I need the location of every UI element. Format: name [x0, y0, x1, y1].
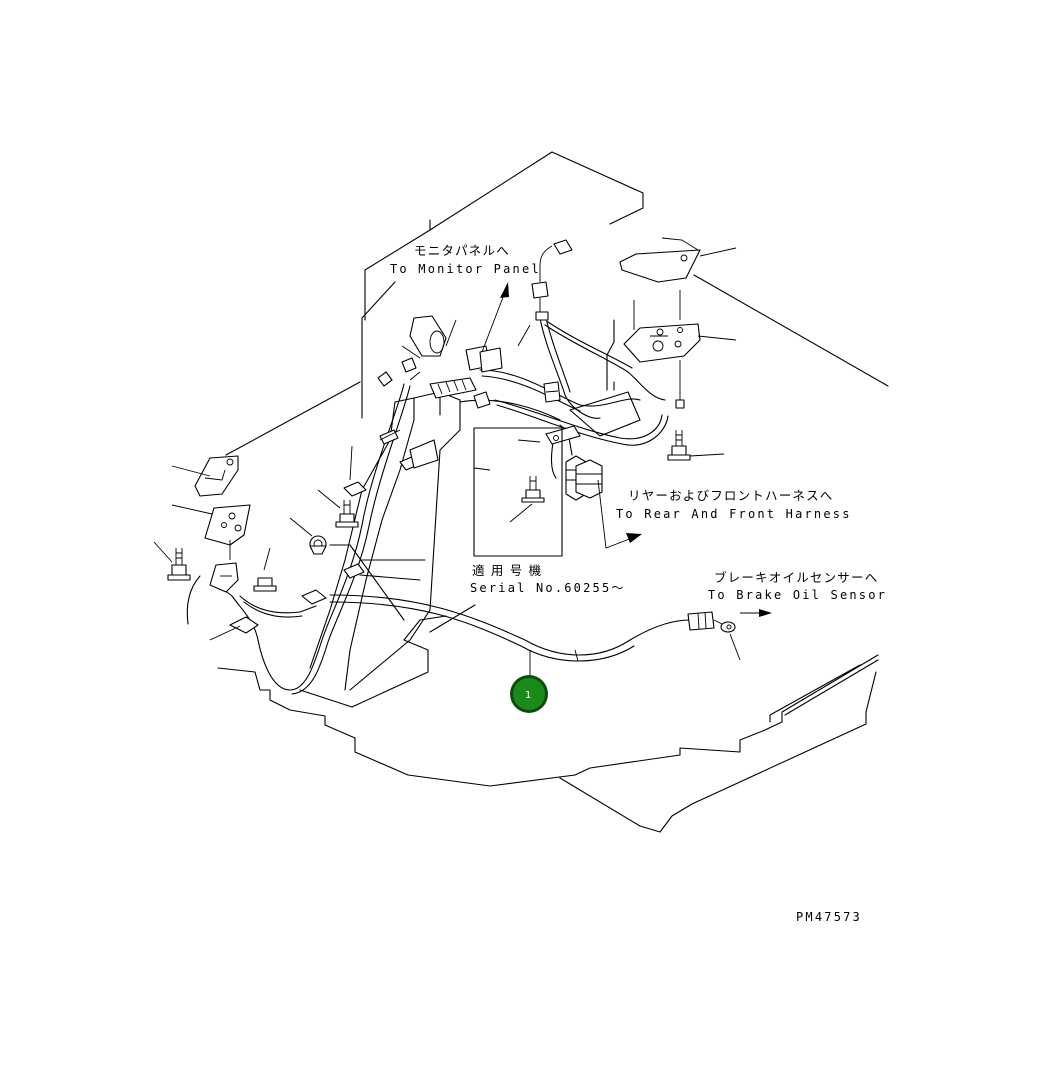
label-monitor-en: To Monitor Panel: [390, 262, 541, 276]
label-brake-jp: ブレーキオイルセンサーへ: [714, 570, 878, 585]
label-serial-jp: 適 用 号 機: [472, 563, 542, 578]
connector-strip: [429, 377, 477, 399]
grommet: [309, 535, 327, 555]
label-rear-jp: リヤーおよびフロントハーネスへ: [628, 488, 834, 503]
connector-brake: [687, 611, 715, 631]
bracket-top-left: [194, 455, 239, 497]
clamp-1: [229, 616, 259, 634]
drawing-number: PM47573: [796, 910, 862, 924]
bolt-right: [667, 430, 691, 461]
bolt-center-left: [253, 577, 277, 592]
label-brake-en: To Brake Oil Sensor: [708, 588, 887, 602]
callout-circle-inner[interactable]: [513, 678, 545, 710]
connector-lower-left: [209, 562, 239, 593]
callout-number: 1: [525, 690, 531, 701]
connector-cylinder: [409, 315, 447, 357]
clamp-4: [343, 563, 365, 579]
clamp-3: [343, 481, 367, 497]
connector-top-2: [531, 281, 549, 299]
label-monitor-jp: モニタパネルへ: [414, 243, 510, 258]
text-labels: モニタパネルへ To Monitor Panel リヤーおよびフロントハーネスへ…: [390, 243, 887, 924]
connector-top: [553, 239, 573, 255]
serial-detail-box: [473, 427, 563, 557]
components: [167, 237, 736, 634]
label-rear-en: To Rear And Front Harness: [616, 507, 852, 521]
plate-upper-right: [619, 249, 701, 283]
connector-rear-b: [575, 459, 603, 499]
bracket-mid-left: [204, 504, 251, 546]
bolt-serial-box: [521, 476, 545, 503]
clamp-2: [301, 589, 327, 605]
wire-harness: [217, 317, 691, 695]
bolt-mid: [335, 500, 359, 528]
bolt-left: [167, 548, 191, 581]
connector-block-b: [479, 347, 503, 373]
clamp-7: [409, 439, 439, 469]
callout-1[interactable]: 1: [510, 675, 548, 713]
leader-lines: [153, 247, 772, 676]
label-serial-en: Serial No.60255～: [470, 581, 626, 595]
